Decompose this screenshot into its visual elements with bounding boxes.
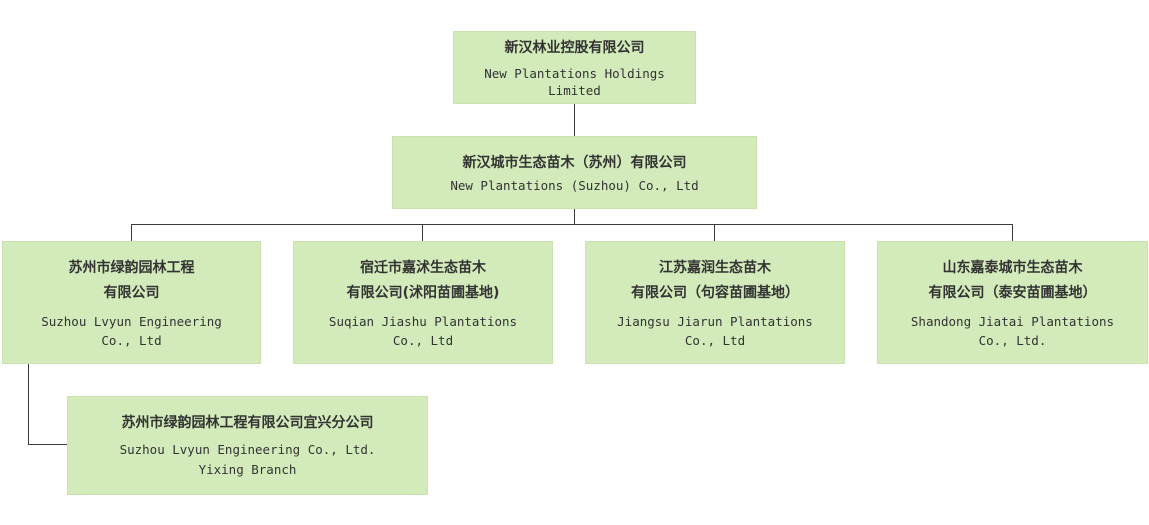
node-suzhou-parent: 新汉城市生态苗木（苏州）有限公司 New Plantations (Suzhou… <box>392 136 757 209</box>
node-lvyun-zh-line2: 有限公司 <box>103 284 160 301</box>
node-lvyun-en-line1: Suzhou Lvyun Engineering <box>41 313 222 329</box>
node-jiarun: 江苏嘉润生态苗木 有限公司（句容苗圃基地） Jiangsu Jiarun Pla… <box>585 241 845 364</box>
node-jiashu-zh-line1: 宿迁市嘉沭生态苗木 <box>360 259 486 276</box>
node-jiatai-en-line1: Shandong Jiatai Plantations <box>910 313 1115 329</box>
connector-to-lvyun <box>131 224 132 241</box>
connector-root-to-suzhou <box>574 103 575 137</box>
connector-to-yixing <box>28 444 68 445</box>
node-yixing: 苏州市绿韵园林工程有限公司宜兴分公司 Suzhou Lvyun Engineer… <box>67 396 428 495</box>
connector-lvyun-down <box>28 363 29 445</box>
node-jiashu-en-line1: Suqian Jiashu Plantations <box>328 313 518 329</box>
node-jiatai: 山东嘉泰城市生态苗木 有限公司（泰安苗圃基地） Shandong Jiatai … <box>877 241 1148 364</box>
node-jiatai-zh-line1: 山东嘉泰城市生态苗木 <box>942 259 1083 276</box>
node-jiarun-en-line2: Co., Ltd <box>684 332 746 348</box>
connector-suzhou-down <box>574 208 575 225</box>
node-jiashu-en-line2: Co., Ltd <box>392 332 454 348</box>
node-root-en-line1: New Plantations Holdings <box>484 66 665 81</box>
node-suzhou-parent-zh: 新汉城市生态苗木（苏州）有限公司 <box>462 154 687 171</box>
node-lvyun-zh-line1: 苏州市绿韵园林工程 <box>68 259 195 276</box>
node-jiatai-zh-line2: 有限公司（泰安苗圃基地） <box>928 284 1097 301</box>
node-yixing-en-line1: Suzhou Lvyun Engineering Co., Ltd. <box>119 442 376 457</box>
node-root: 新汉林业控股有限公司 New Plantations Holdings Limi… <box>453 31 696 104</box>
node-lvyun: 苏州市绿韵园林工程 有限公司 Suzhou Lvyun Engineering … <box>2 241 261 364</box>
node-suzhou-parent-en: New Plantations (Suzhou) Co., Ltd <box>450 177 699 193</box>
node-yixing-en-line2: Yixing Branch <box>198 462 297 477</box>
node-jiashu-zh-line2: 有限公司(沭阳苗圃基地) <box>346 284 500 301</box>
connector-to-jiarun <box>714 224 715 241</box>
node-root-en-line2: Limited <box>548 83 601 98</box>
node-jiarun-zh-line1: 江苏嘉润生态苗木 <box>659 259 771 276</box>
connector-horizontal-bus <box>131 224 1013 225</box>
node-jiarun-zh-line2: 有限公司（句容苗圃基地） <box>631 284 799 301</box>
node-yixing-zh: 苏州市绿韵园林工程有限公司宜兴分公司 <box>121 415 374 431</box>
node-jiatai-en-line2: Co., Ltd. <box>978 332 1047 348</box>
connector-to-jiashu <box>422 224 423 241</box>
node-jiarun-en-line1: Jiangsu Jiarun Plantations <box>617 313 813 329</box>
node-root-zh: 新汉林业控股有限公司 <box>504 40 645 56</box>
node-lvyun-en-line2: Co., Ltd <box>101 332 162 348</box>
node-jiashu: 宿迁市嘉沭生态苗木 有限公司(沭阳苗圃基地) Suqian Jiashu Pla… <box>293 241 553 364</box>
connector-to-jiatai <box>1012 224 1013 241</box>
